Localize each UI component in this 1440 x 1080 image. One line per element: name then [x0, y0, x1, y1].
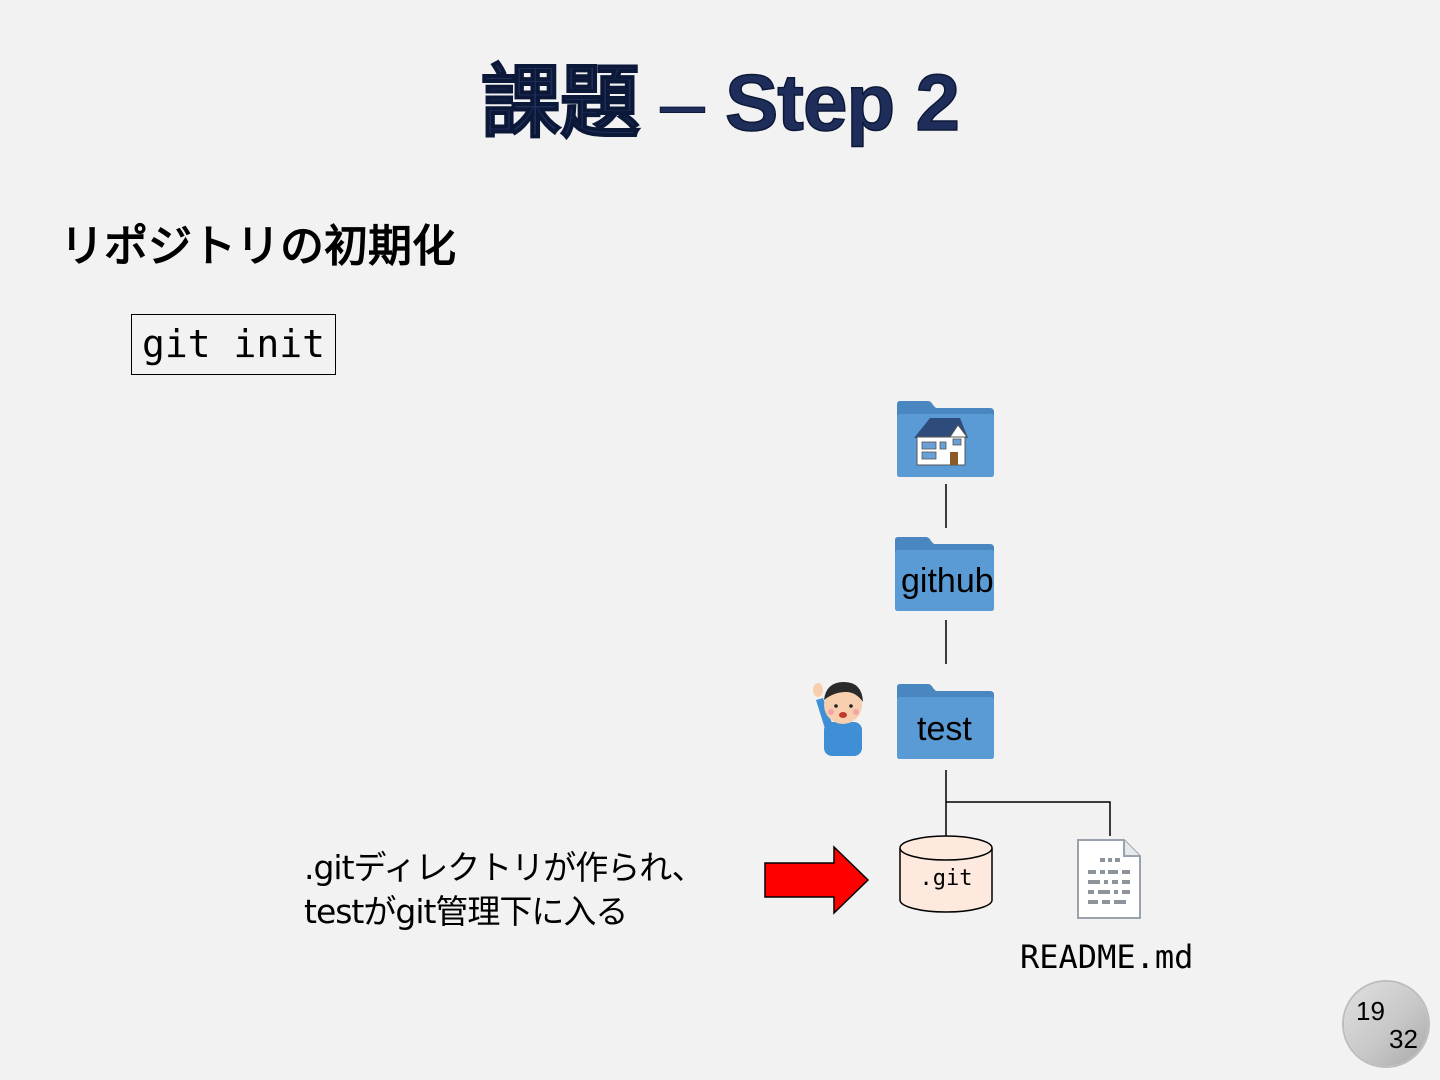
person-raising-hand-icon [813, 682, 863, 756]
red-arrow [764, 845, 870, 915]
folder-label-github: github [901, 562, 994, 600]
connector-line [946, 801, 1111, 836]
folder-label-test: test [917, 710, 972, 748]
git-directory-label: .git [919, 866, 973, 891]
readme-label: README.md [1020, 938, 1194, 976]
annotation-text: .gitディレクトリが作られ、 testがgit管理下に入る [304, 846, 705, 934]
section-heading: リポジトリの初期化 [60, 221, 456, 272]
page-current: 19 [1356, 996, 1385, 1026]
title-main: 課題 [480, 57, 641, 148]
document-icon [1077, 839, 1141, 919]
title-step: Step 2 [724, 57, 961, 148]
annotation-line-2: testがgit管理下に入る [304, 892, 628, 931]
github-folder-icon [895, 537, 994, 611]
annotation-line-1: .gitディレクトリが作られ、 [304, 848, 705, 887]
command-box: git init [131, 314, 336, 375]
title-dash: – [638, 58, 725, 148]
page-total: 32 [1389, 1024, 1418, 1054]
page-number-badge [1344, 982, 1428, 1066]
test-folder-icon [897, 684, 994, 759]
house-icon [914, 418, 968, 466]
git-directory-cylinder [899, 835, 993, 913]
slide-title: 課題 – Step 2 [0, 38, 1440, 154]
